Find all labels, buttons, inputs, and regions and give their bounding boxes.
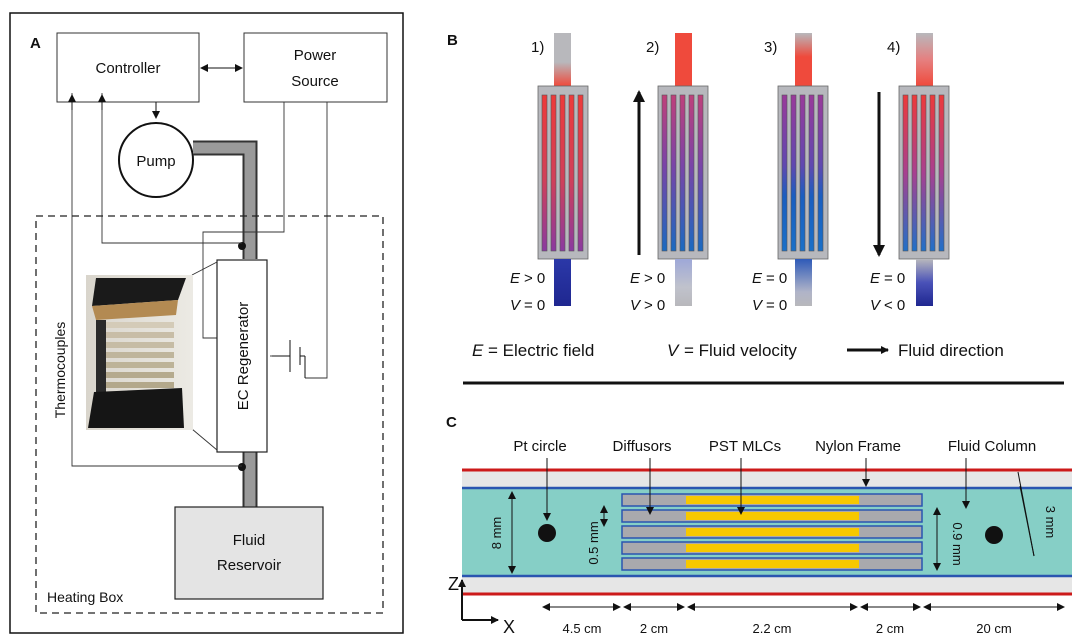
stage-1-outlet (554, 259, 571, 306)
fluid-column-label: Fluid Column (948, 438, 1036, 455)
fluid-reservoir-label-1: Fluid (233, 532, 266, 549)
stage-3-inlet (795, 33, 812, 86)
fluid-pipe-top (193, 142, 256, 259)
controller-label: Controller (95, 60, 160, 77)
panel-c-letter: C (446, 414, 457, 431)
mlc-stack (621, 493, 923, 571)
height-8mm-label: 8 mm (489, 517, 504, 550)
power-source-label-1: Power (294, 47, 337, 64)
stage-4-e-value: = 0 (884, 270, 905, 287)
ec-regenerator-box (216, 259, 268, 453)
stage-3-v-value: = 0 (766, 297, 787, 314)
stage-1: 1) E > 0 V = 0 (510, 33, 589, 314)
heating-box-label: Heating Box (47, 589, 123, 605)
stage-3-v-symbol: V (752, 297, 764, 314)
panel-a-border (9, 12, 404, 634)
stage-3: 3) E = 0 V = 0 (752, 33, 829, 314)
capacitor-icon (272, 340, 306, 378)
stage-1-e-symbol: E (510, 270, 521, 287)
panel-c: C Pt circle Diffusors PST MLCs Nylon Fra… (446, 414, 1072, 637)
stage-3-number: 3) (764, 39, 777, 56)
legend-e-text: = Electric field (488, 341, 594, 360)
fluid-reservoir-box (174, 506, 324, 600)
nylon-frame-label: Nylon Frame (815, 438, 901, 455)
stage-4-e-symbol: E (870, 270, 881, 287)
pt-circle-label: Pt circle (513, 438, 566, 455)
thermocouple-dot-bottom (238, 463, 246, 471)
legend-v-text: = Fluid velocity (684, 341, 797, 360)
segment-1-label: 4.5 cm (562, 621, 601, 636)
stage-2-e-value: > 0 (644, 270, 665, 287)
stage-3-e-value: = 0 (766, 270, 787, 287)
z-axis-label: Z (448, 574, 459, 594)
stage-1-v-value: = 0 (524, 297, 545, 314)
wall-3mm-label: 3 mm (1043, 506, 1058, 539)
diffusors-label: Diffusors (613, 438, 672, 455)
stage-4: 4) E = 0 V < 0 (870, 33, 950, 314)
stage-1-e-value: > 0 (524, 270, 545, 287)
stage-2-e-symbol: E (630, 270, 641, 287)
legend-direction-text: Fluid direction (898, 341, 1004, 360)
wires (71, 93, 328, 467)
stage-2-v-value: > 0 (644, 297, 665, 314)
x-axis-label: X (503, 617, 515, 637)
segment-4-label: 2 cm (876, 621, 904, 636)
gap-0-5mm-label: 0.5 mm (586, 521, 601, 564)
wall-3mm-dimension (1017, 471, 1035, 557)
gap-0-9mm-label: 0.9 mm (950, 522, 965, 565)
stage-1-v-symbol: V (510, 297, 522, 314)
stage-2-v-symbol: V (630, 297, 642, 314)
stage-2-inlet (675, 33, 692, 86)
stage-2-outlet (675, 259, 692, 306)
stage-4-outlet (916, 259, 933, 306)
stage-2: 2) E > 0 V > 0 (630, 33, 709, 314)
stage-4-v-value: < 0 (884, 297, 905, 314)
thermocouple-dot-top (238, 242, 246, 250)
power-source-label-2: Source (291, 73, 339, 90)
stage-4-inlet (916, 33, 933, 86)
heating-box-boundary (35, 215, 384, 614)
stage-4-number: 4) (887, 39, 900, 56)
controller-box (56, 32, 200, 103)
panel-b: B 1) E > 0 V = 0 2) E > 0 (447, 32, 1064, 385)
stage-2-number: 2) (646, 39, 659, 56)
pump-label: Pump (136, 153, 175, 170)
segment-5-label: 20 cm (976, 621, 1011, 636)
panel-a-letter: A (30, 35, 41, 52)
stage-3-e-symbol: E (752, 270, 763, 287)
power-source-box (243, 32, 388, 103)
segment-2-label: 2 cm (640, 621, 668, 636)
photo-callout-bottom (191, 428, 218, 451)
segment-3-label: 2.2 cm (752, 621, 791, 636)
pt-circle-right (985, 526, 1003, 544)
pst-mlcs-label: PST MLCs (709, 438, 781, 455)
stage-1-number: 1) (531, 39, 544, 56)
fluid-reservoir-label-2: Reservoir (217, 557, 281, 574)
legend-v-symbol: V (667, 341, 680, 360)
regenerator-photo (86, 275, 193, 430)
stage-1-inlet (554, 33, 571, 86)
stage-4-v-symbol: V (870, 297, 882, 314)
stage-3-outlet (795, 259, 812, 306)
legend-e-symbol: E (472, 341, 484, 360)
pt-circle-left (538, 524, 556, 542)
ec-regenerator-label: EC Regenerator (235, 302, 252, 410)
thermocouples-label: Thermocouples (52, 322, 68, 419)
pump-circle (118, 122, 194, 198)
panel-a: A Controller Power Source Pump (9, 12, 404, 634)
photo-callout-top (191, 261, 218, 276)
panel-b-letter: B (447, 32, 458, 49)
